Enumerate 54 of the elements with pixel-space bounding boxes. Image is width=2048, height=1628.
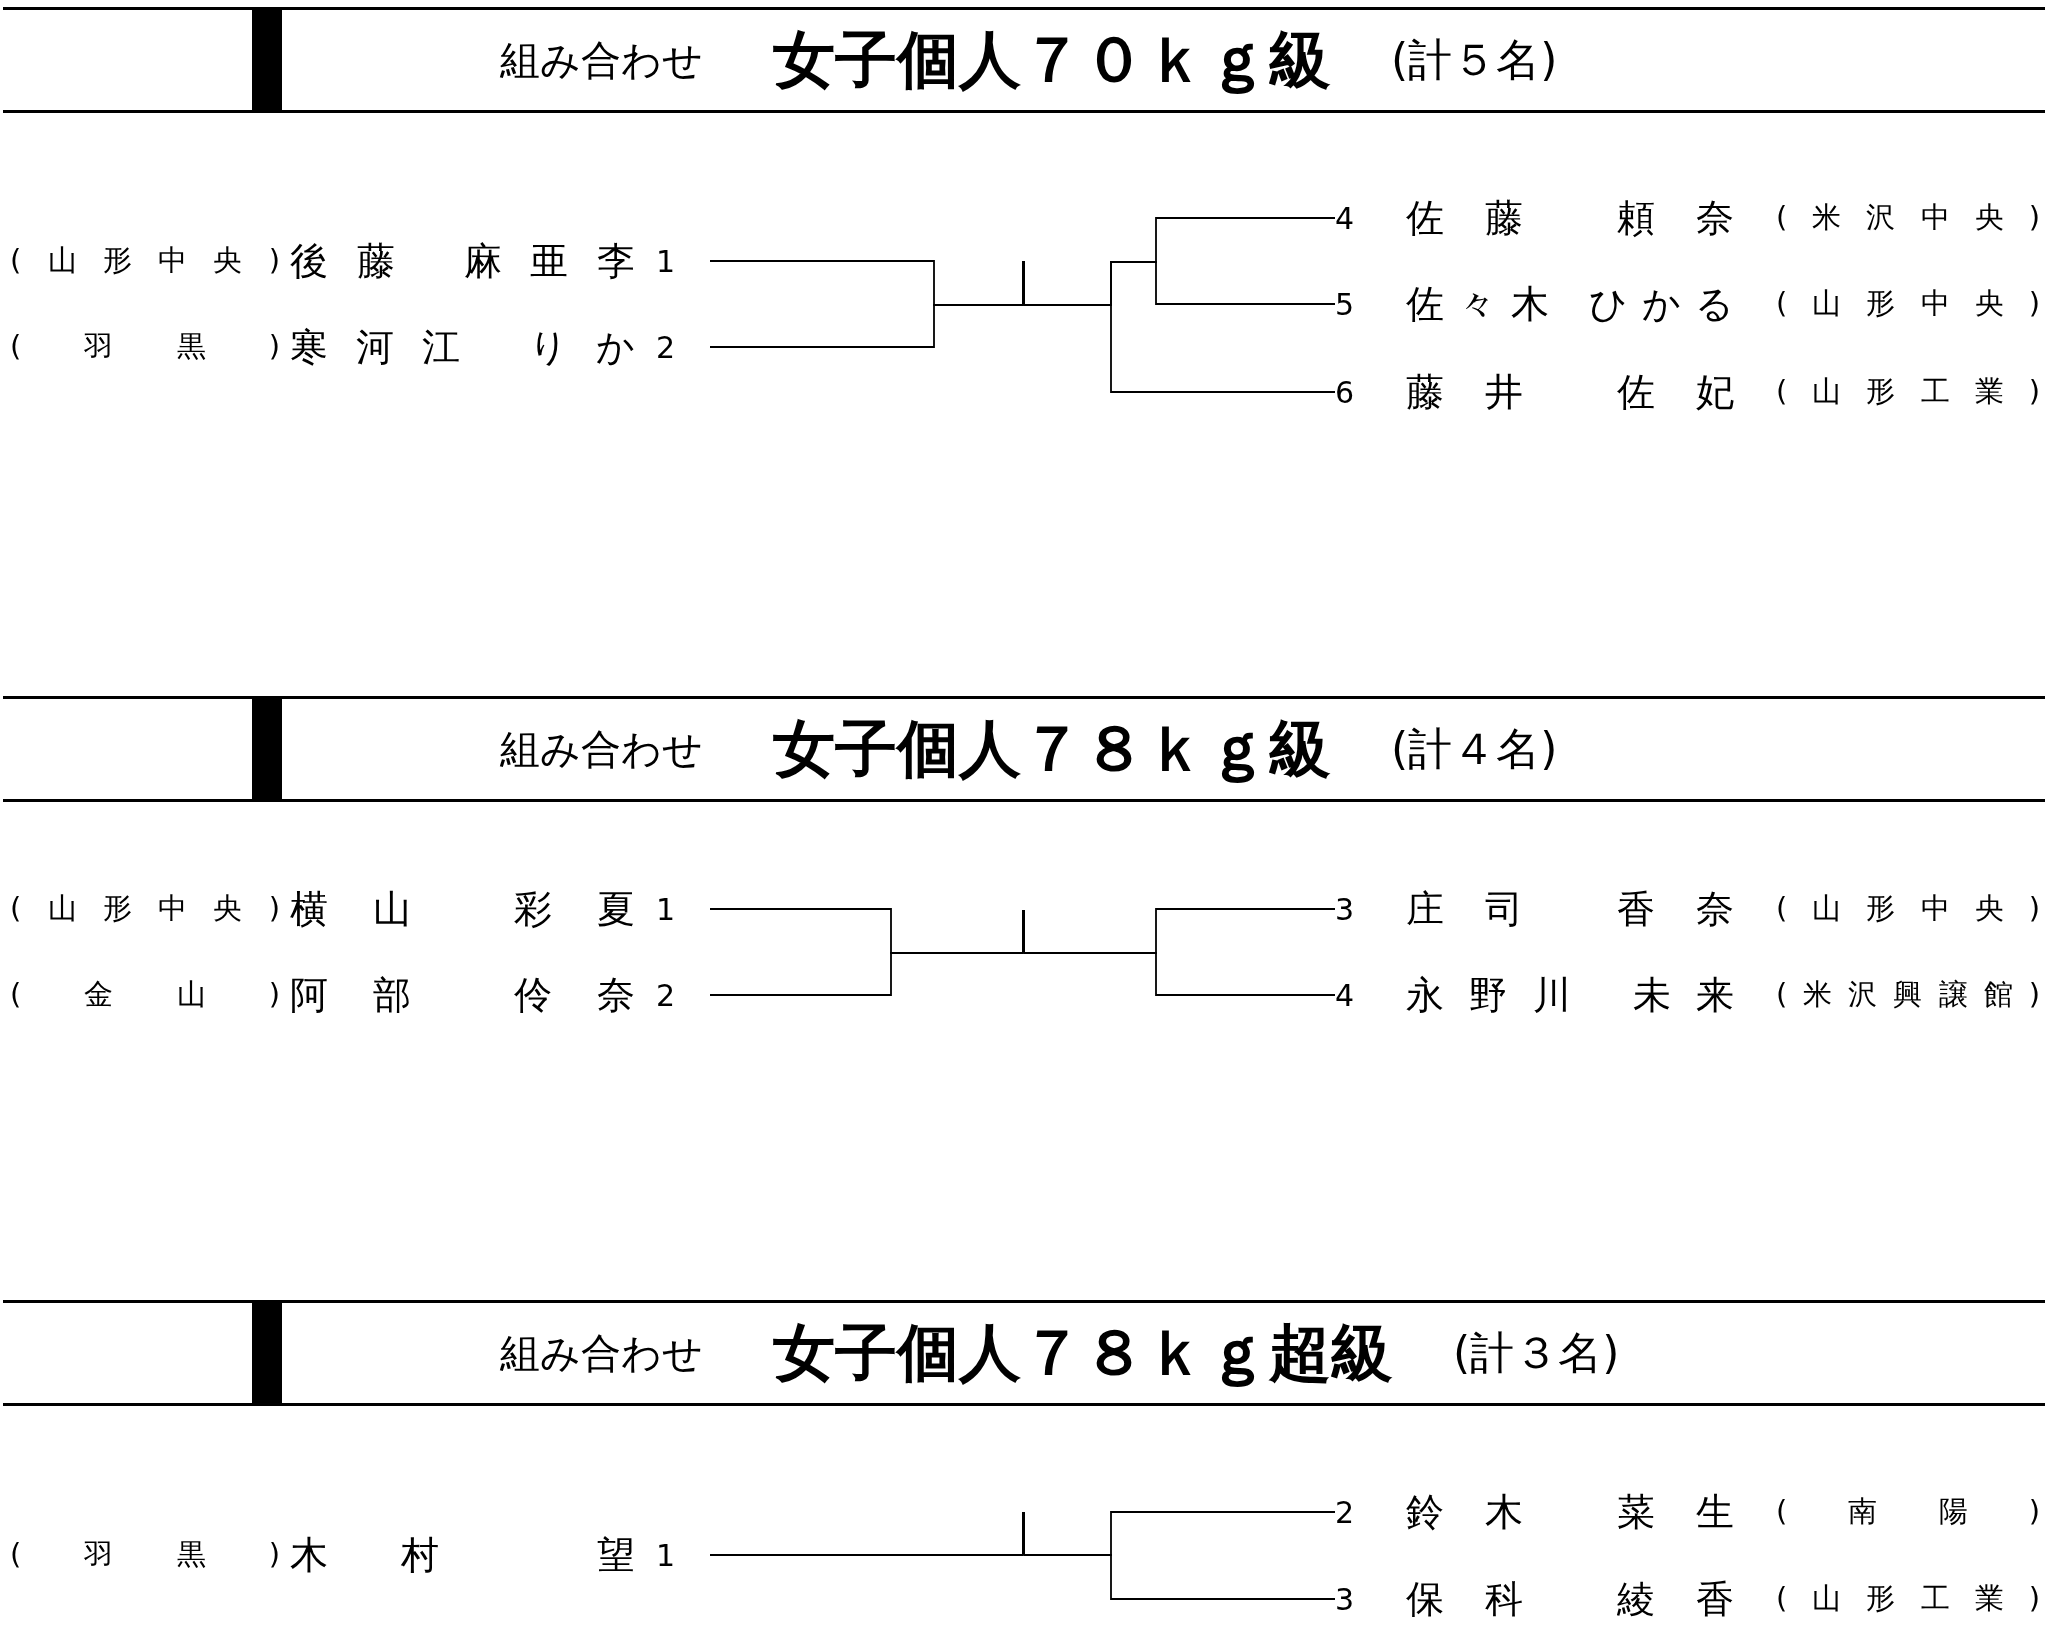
- player-name: 庄司 香奈: [1406, 885, 1734, 933]
- seed-number: 4: [1335, 977, 1356, 1013]
- entry-count: (計４名): [1391, 721, 1558, 776]
- seed-number: 2: [1335, 1494, 1356, 1530]
- heading-text: 組み合わせ: [500, 1328, 703, 1378]
- school-name: (米沢興譲館): [1775, 976, 2040, 1013]
- entry-count: (計３名): [1453, 1325, 1620, 1380]
- seed-number: 3: [1335, 891, 1356, 927]
- winner-mark: [1022, 910, 1025, 953]
- school-name: (山形中央): [1775, 285, 2040, 322]
- player-name: 佐藤 頼奈: [1406, 194, 1734, 242]
- weight-class-title: 女子個人７８ｋｇ超級: [773, 1315, 1393, 1391]
- seed-number: 6: [1335, 374, 1356, 410]
- school-name: (山形工業): [1775, 373, 2040, 410]
- bracket-line: [1022, 952, 1336, 996]
- school-name: (羽黒): [10, 328, 280, 365]
- weight-class-title: 女子個人７０ｋｇ級: [773, 22, 1331, 98]
- bracket-line: [709, 1554, 1025, 1556]
- player-name: 後藤 麻亜李: [290, 237, 635, 285]
- player-name: 阿部 伶奈: [290, 971, 635, 1019]
- seed-number: 3: [1335, 1581, 1356, 1617]
- school-name: (南陽): [1775, 1493, 2040, 1530]
- seed-number: 5: [1335, 286, 1356, 322]
- school-name: (米沢中央): [1775, 199, 2040, 236]
- bracket-line: [709, 304, 1025, 348]
- weight-class-title: 女子個人７８ｋｇ級: [773, 711, 1331, 787]
- seed-number: 2: [654, 329, 675, 365]
- player-name: 木村 望: [290, 1531, 635, 1579]
- player-name: 永野川 未来: [1406, 971, 1734, 1019]
- player-name: 保科 綾香: [1406, 1575, 1734, 1623]
- school-name: (山形中央): [1775, 890, 2040, 927]
- seed-number: 1: [654, 1537, 675, 1573]
- school-name: (羽黒): [10, 1536, 280, 1573]
- player-name: 鈴木 菜生: [1406, 1488, 1734, 1536]
- school-name: (山形中央): [10, 890, 280, 927]
- school-name: (山形中央): [10, 242, 280, 279]
- seed-number: 4: [1335, 200, 1356, 236]
- player-name: 藤井 佐妃: [1406, 368, 1734, 416]
- heading-text: 組み合わせ: [500, 35, 703, 85]
- heading-text: 組み合わせ: [500, 724, 703, 774]
- bracket-line: [1022, 1554, 1336, 1600]
- winner-mark: [1022, 1512, 1025, 1555]
- seed-number: 2: [654, 977, 675, 1013]
- player-name: 寒河江 りか: [290, 323, 635, 371]
- entry-count: (計５名): [1391, 32, 1558, 87]
- school-name: (金山): [10, 976, 280, 1013]
- seed-number: 1: [654, 891, 675, 927]
- player-name: 横山 彩夏: [290, 885, 635, 933]
- bracket-line: [1022, 304, 1336, 393]
- bracket-line: [709, 952, 1025, 996]
- player-name: 佐々木 ひかる: [1406, 280, 1734, 328]
- winner-mark: [1022, 261, 1025, 305]
- school-name: (山形工業): [1775, 1580, 2040, 1617]
- seed-number: 1: [654, 243, 675, 279]
